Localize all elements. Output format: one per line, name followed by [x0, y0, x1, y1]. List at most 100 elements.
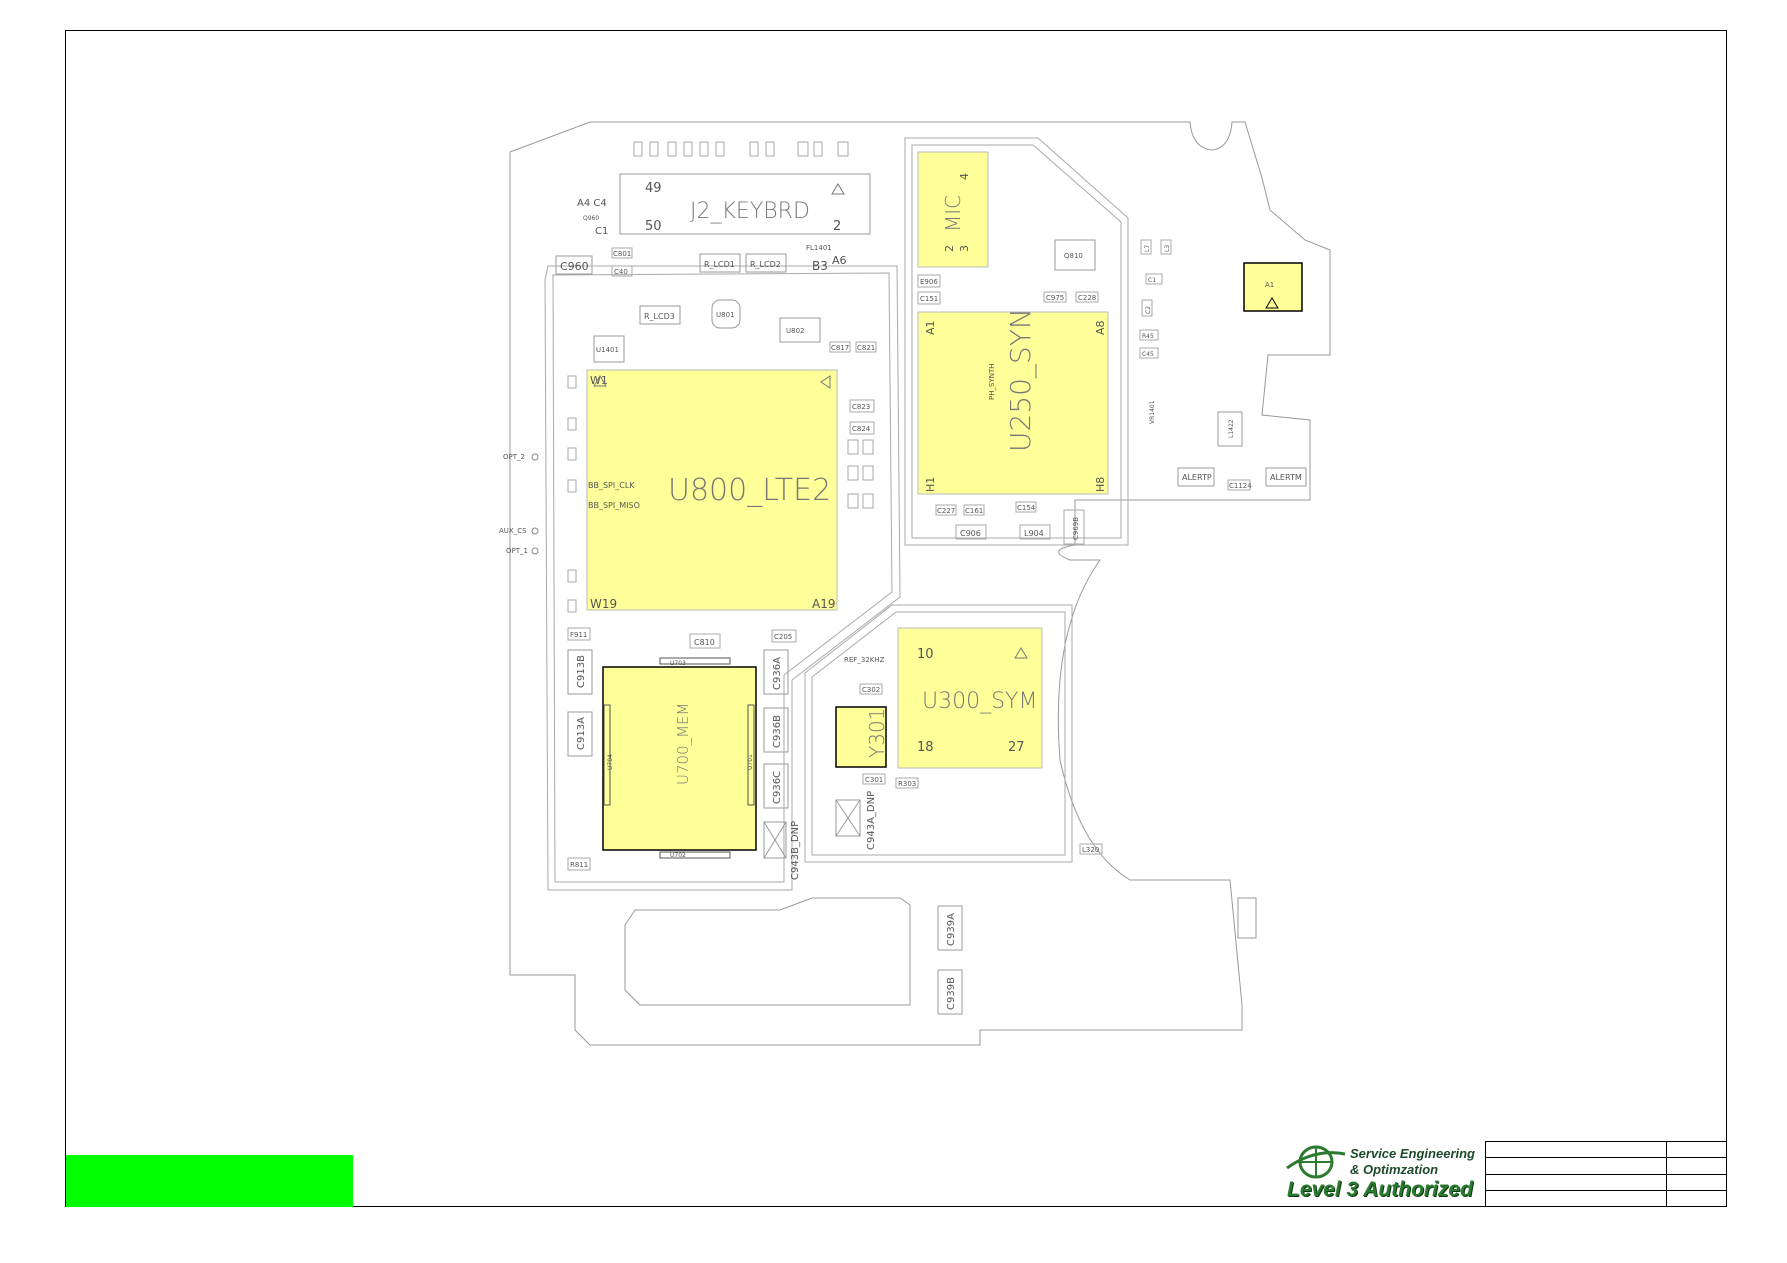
c939a-part	[937, 905, 963, 951]
opt2-label: OPT_2	[503, 453, 525, 461]
c939b-label: C939B	[946, 977, 957, 1010]
u300-pin27: 27	[1008, 740, 1025, 755]
aux-cs-label: AUX_CS	[499, 527, 527, 535]
q960-label: Q960	[583, 215, 599, 222]
mic-part	[917, 151, 989, 268]
c913b-label: C913B	[576, 655, 587, 688]
c40-label: C40	[614, 268, 628, 276]
u800-pin-marker	[820, 375, 831, 389]
u802-part	[779, 317, 821, 343]
top-passive-row	[633, 141, 849, 157]
b3-label: B3	[812, 259, 828, 273]
l320-part	[1079, 843, 1103, 855]
j2-pin50: 50	[645, 219, 662, 234]
u702-pad	[659, 851, 731, 859]
r-lcd2-label: R_LCD2	[750, 260, 781, 269]
r45-part	[1139, 329, 1159, 341]
c227-label: C227	[937, 507, 955, 515]
c943a-dnp-cross	[835, 799, 861, 837]
l7-part	[1140, 239, 1152, 255]
c817-part	[829, 341, 851, 353]
r-lcd3-part	[639, 305, 681, 325]
j2-pin1-marker	[831, 183, 845, 195]
c810-label: C810	[694, 638, 715, 647]
r303-label: R303	[898, 780, 916, 788]
j2-connector	[619, 173, 871, 235]
ref3-part	[1237, 897, 1257, 939]
c943a-label: C943A_DNP	[866, 791, 877, 850]
shield-left	[544, 265, 901, 891]
shield-left-inner	[552, 272, 893, 883]
logo-line3: Level 3 Authorized	[1287, 1178, 1473, 1201]
fl1401-label: FL1401	[806, 244, 832, 252]
c2-label: C2	[1145, 306, 1152, 314]
u800-label: U800_LTE2	[668, 473, 831, 508]
bb-spi-clk-label: BB_SPI_CLK	[588, 481, 635, 490]
f911-label: F911	[570, 631, 587, 639]
r-lcd1-label: R_LCD1	[704, 260, 735, 269]
u300-pin18: 18	[917, 740, 934, 755]
u800-side-passives	[567, 375, 874, 613]
c228-part	[1075, 291, 1099, 303]
c810-part	[689, 633, 721, 649]
u701-pad	[747, 704, 755, 806]
u250-chip	[917, 311, 1109, 495]
u700-label: U700_MEM	[674, 703, 692, 785]
title-block-table	[1485, 1140, 1727, 1208]
c154-part	[1015, 501, 1037, 513]
a1-pad-marker	[1265, 297, 1279, 309]
u700-chip	[602, 666, 757, 851]
mic-pin4: 4	[958, 173, 971, 180]
u250-sub-label: PH_SYNTH	[988, 364, 996, 400]
c936b-part	[763, 707, 789, 753]
a6-label: A6	[832, 254, 847, 267]
c45-part	[1139, 347, 1159, 359]
c913a-part	[567, 711, 593, 757]
c936a-label: C936A	[772, 657, 783, 690]
globe-swoosh-icon	[1286, 1145, 1346, 1179]
c936b-label: C936B	[772, 715, 783, 748]
alertm-label: ALERTM	[1270, 473, 1302, 482]
c151-part	[917, 291, 941, 305]
c975-label: C975	[1046, 294, 1064, 302]
c943b-dnp-cross	[763, 821, 787, 859]
y301-part	[835, 706, 887, 768]
service-logo: Service Engineering & Optimzation Level …	[1285, 1142, 1485, 1206]
c1124-label: C1124	[1229, 482, 1252, 490]
board-cutout	[624, 897, 911, 1006]
c1-part	[1145, 273, 1163, 285]
c301-label: C301	[865, 776, 883, 784]
c1a1-label: C1	[595, 226, 608, 237]
c154-label: C154	[1017, 504, 1036, 512]
u800-w1: W1	[590, 374, 608, 387]
u250-a8: A8	[1094, 320, 1107, 335]
alertp-part	[1177, 467, 1215, 487]
board-outline	[509, 121, 1331, 1046]
u300-pin10: 10	[917, 647, 934, 662]
c801-label: C801	[613, 250, 631, 258]
c2-part	[1141, 299, 1153, 317]
c913b-part	[567, 649, 593, 695]
u800-w19: W19	[590, 597, 617, 611]
r45-label: R45	[1142, 333, 1154, 340]
u704-pad	[603, 704, 611, 806]
aux-cs-testpoint	[531, 527, 539, 535]
j2-label: J2_KEYBRD	[690, 199, 810, 224]
l1422-part	[1217, 411, 1243, 447]
c936c-label: C936C	[772, 771, 783, 804]
a1-pad	[1243, 262, 1303, 312]
u703-label: U703	[670, 660, 686, 667]
j2-pin2: 2	[833, 219, 841, 234]
u800-a19: A19	[812, 597, 835, 611]
q810-label: Q810	[1064, 252, 1083, 260]
c906-part	[955, 524, 987, 540]
c801-part	[611, 247, 633, 259]
c936c-part	[763, 763, 789, 809]
l904-part	[1019, 524, 1051, 540]
logo-line2: & Optimzation	[1350, 1162, 1439, 1177]
c821-part	[855, 341, 877, 353]
u801-label: U801	[716, 311, 734, 319]
c943b-label: C943B_DNP	[790, 821, 801, 880]
u1401-part	[593, 335, 625, 363]
